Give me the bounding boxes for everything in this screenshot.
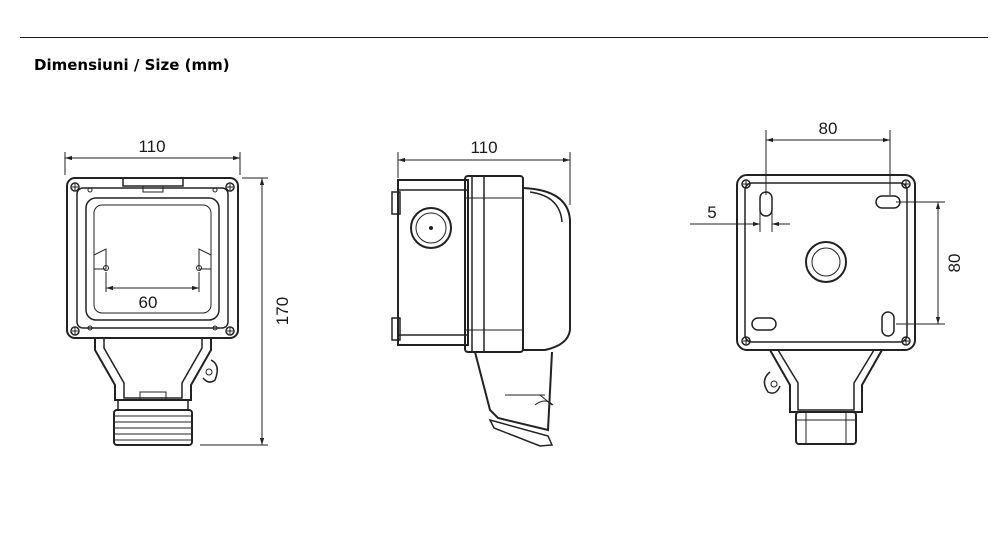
front-housing-outline [66, 177, 239, 339]
back-view: 80 80 5 [690, 119, 964, 445]
front-screw-icons [70, 182, 235, 336]
front-height-dimension: 170 [273, 297, 292, 325]
back-cable-gland [795, 411, 857, 445]
side-body-outline [397, 179, 469, 346]
back-hole-diameter-dimension: 5 [707, 203, 716, 222]
back-mounting-slot-icons [751, 191, 901, 337]
side-depth-dimension: 110 [470, 138, 497, 157]
side-knob-icon [410, 207, 452, 249]
front-view: 110 170 60 [64, 137, 292, 446]
back-hole-spacing-y-dimension: 80 [945, 254, 964, 273]
page-title: Dimensiuni / Size (mm) [34, 56, 230, 74]
side-view: 110 [391, 138, 571, 447]
front-inner-width-dimension: 60 [139, 293, 158, 312]
back-hole-spacing-x-dimension: 80 [819, 119, 838, 138]
front-cable-gland [117, 399, 189, 411]
back-knob-icon [805, 241, 847, 283]
top-rule [20, 37, 988, 38]
back-housing-outline [736, 174, 916, 351]
front-width-dimension: 110 [138, 137, 165, 156]
